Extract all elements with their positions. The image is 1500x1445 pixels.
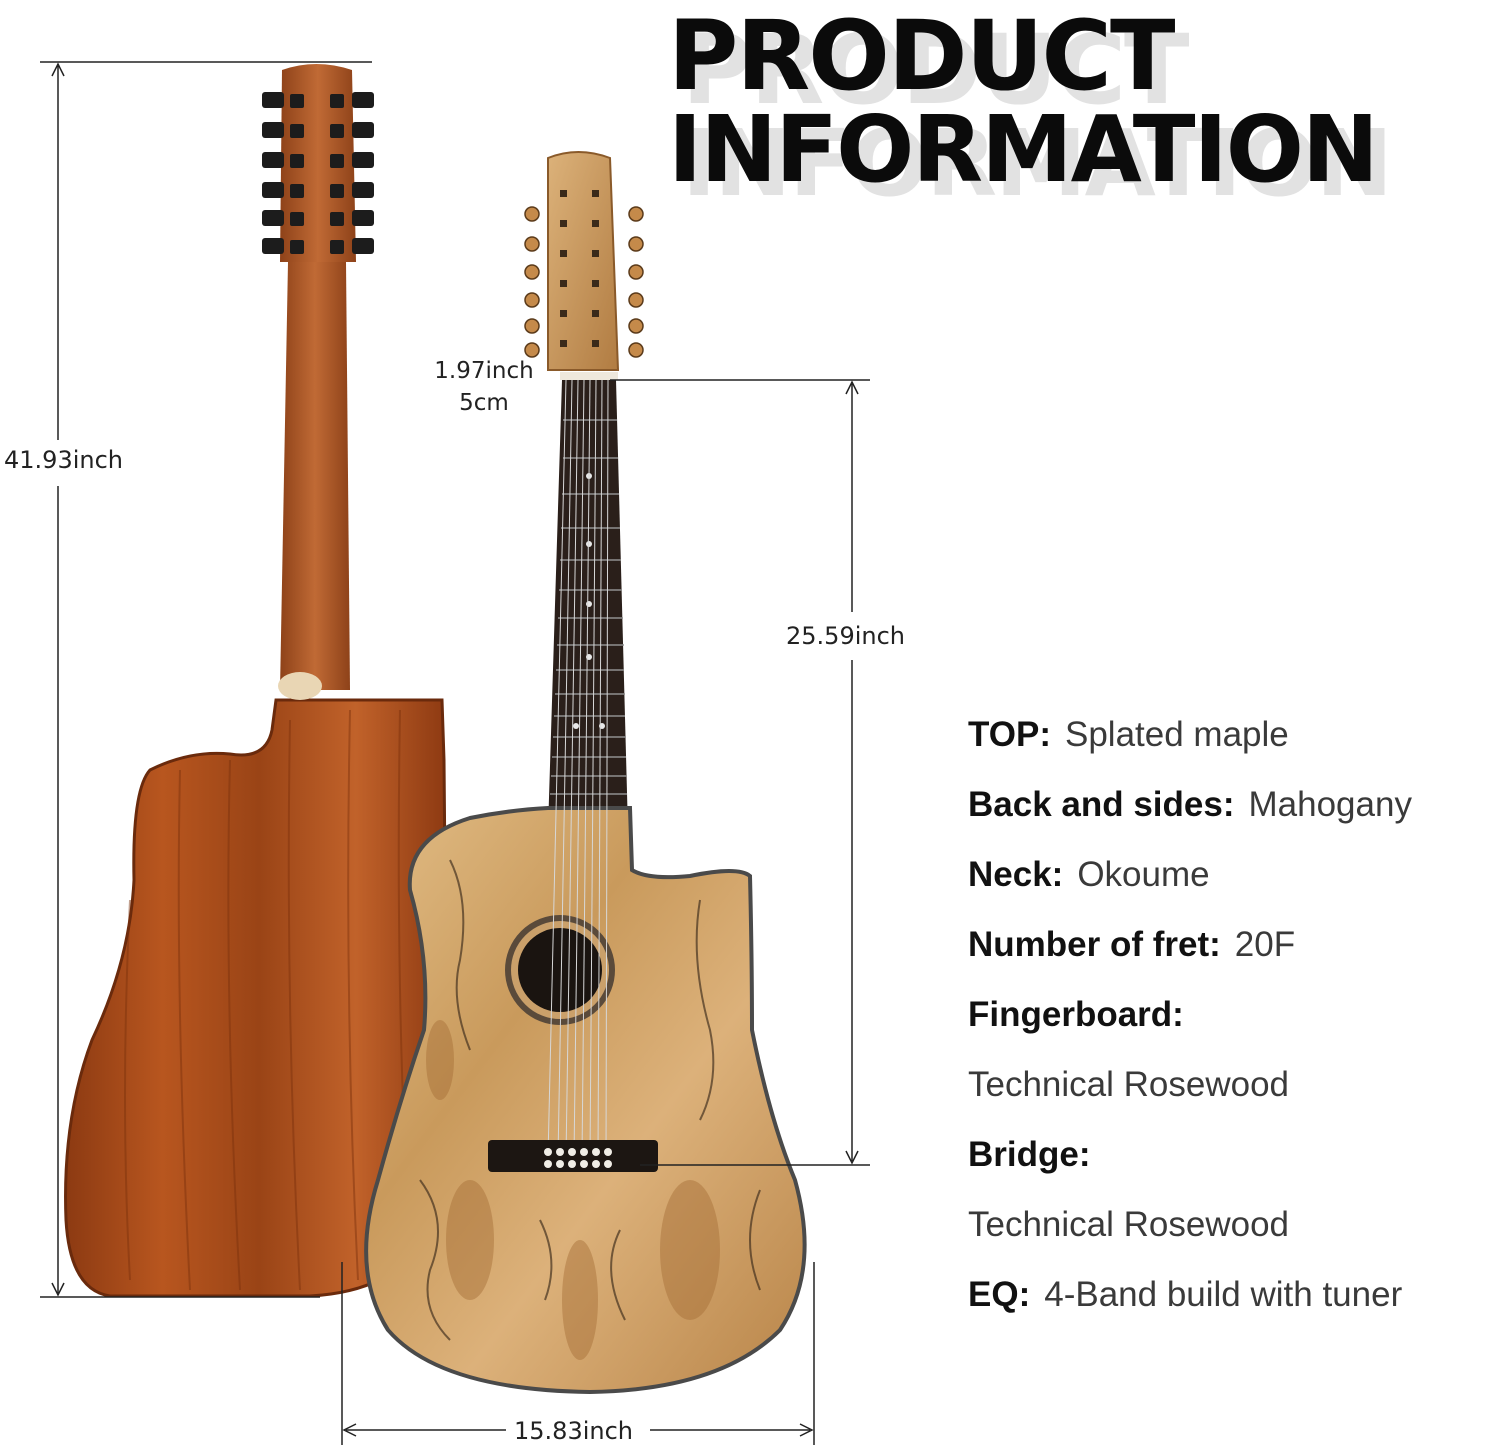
spec-row-frets: Number of fret: 20F [968, 910, 1488, 980]
nut-width-inch: 1.97inch [434, 358, 534, 384]
spec-row-fingerboard: Fingerboard: [968, 980, 1488, 1050]
spec-row-top: TOP: Splated maple [968, 700, 1488, 770]
total-length-label: 41.93inch [0, 446, 127, 474]
guitar-front-view [364, 151, 807, 1395]
spec-row-bridge-value: Technical Rosewood [968, 1190, 1488, 1260]
title-shadow-line1: PRODUCT [682, 14, 1189, 126]
nut-width-label: 1.97inch 5cm [424, 355, 544, 419]
spec-row-fingerboard-value: Technical Rosewood [968, 1050, 1488, 1120]
spec-key: Bridge: [968, 1135, 1091, 1174]
spec-row-bridge: Bridge: [968, 1120, 1488, 1190]
spec-value: Technical Rosewood [968, 1205, 1290, 1244]
spec-value: Okoume [1077, 855, 1210, 894]
title-shadow-line2: INFORMATION [682, 110, 1393, 217]
spec-row-eq: EQ: 4-Band build with tuner [968, 1260, 1488, 1330]
spec-row-neck: Neck: Okoume [968, 840, 1488, 910]
spec-value: Mahogany [1248, 785, 1412, 824]
spec-value: Technical Rosewood [968, 1065, 1290, 1104]
spec-key: Back and sides: [968, 785, 1235, 824]
spec-key: Fingerboard: [968, 995, 1184, 1034]
title-line2: INFORMATION [668, 96, 1379, 203]
spec-value: Splated maple [1064, 715, 1289, 754]
body-width-label: 15.83inch [510, 1417, 637, 1445]
spec-key: Neck: [968, 855, 1064, 894]
spec-value: 20F [1234, 925, 1296, 964]
scale-length-label: 25.59inch [782, 622, 909, 650]
product-title: PRODUCT INFORMATION PRODUCT INFORMATION [660, 0, 1500, 230]
guitar-back-view [64, 64, 454, 1298]
spec-row-back-sides: Back and sides: Mahogany [968, 770, 1488, 840]
title-line1: PRODUCT [668, 0, 1175, 112]
dimension-lines [40, 61, 870, 1445]
spec-key: EQ: [968, 1275, 1031, 1314]
spec-list: TOP: Splated maple Back and sides: Mahog… [968, 700, 1488, 1330]
nut-width-cm: 5cm [459, 390, 509, 416]
spec-key: Number of fret: [968, 925, 1221, 964]
spec-value: 4-Band build with tuner [1044, 1275, 1403, 1314]
spec-key: TOP: [968, 715, 1051, 754]
